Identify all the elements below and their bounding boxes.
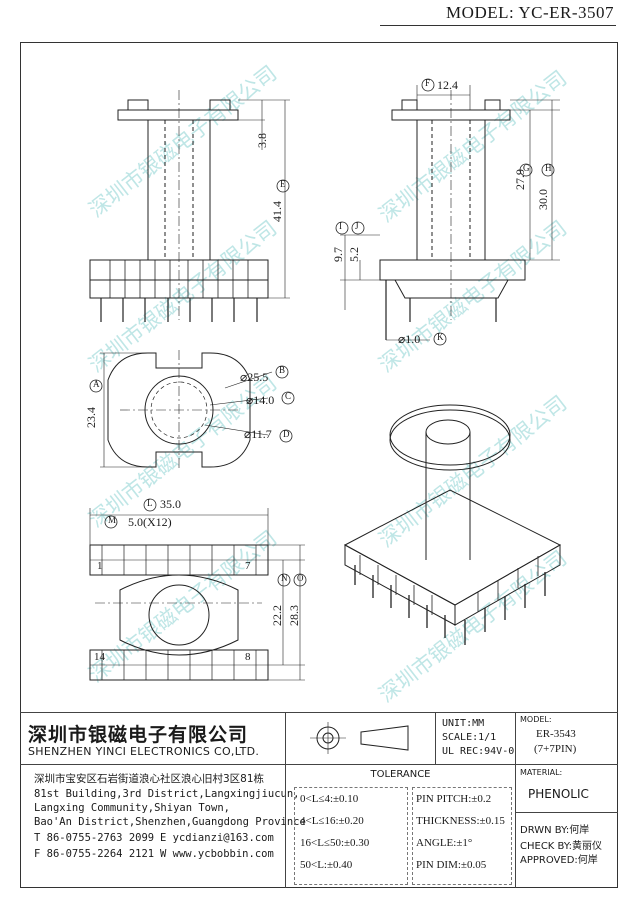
side-view — [340, 85, 560, 341]
pin-label-7: 7 — [245, 560, 251, 572]
callout-E: E — [280, 179, 286, 189]
drawing-frame — [20, 42, 618, 888]
projection-symbol-icon — [310, 722, 409, 754]
tolerance-row-1: 0<L≤4:±0.10 — [300, 793, 359, 805]
pin-count: (7+7PIN) — [534, 743, 577, 755]
callout-I: I — [339, 221, 342, 231]
fax-number: F 86-0755-2264 2121 — [34, 848, 155, 860]
pin-pitch-tolerance: PIN PITCH:±0.2 — [416, 793, 492, 805]
callout-D: D — [283, 429, 290, 439]
tolerance-row-4: 50<L:±0.40 — [300, 859, 353, 871]
bottom-view — [89, 508, 305, 681]
dimension-callouts — [89, 78, 555, 587]
dim-C-value: ⌀14.0 — [246, 393, 275, 407]
angle-tolerance: ANGLE:±1° — [416, 837, 473, 849]
front-view — [89, 90, 290, 322]
callout-K: K — [437, 332, 444, 342]
pin-dim-tolerance: PIN DIM:±0.05 — [416, 859, 487, 871]
dim-E-value: 41.4 — [270, 201, 284, 222]
title-block: 深圳市银磁电子有限公司 SHENZHEN YINCI ELECTRONICS C… — [20, 712, 618, 888]
dim-J-value: 5.2 — [347, 247, 361, 262]
model-title: MODEL: YC-ER-3507 — [446, 3, 614, 22]
dim-top-value: 3.8 — [255, 133, 269, 148]
dim-M-value: 5.0(X12) — [128, 515, 172, 529]
material-value: PHENOLIC — [528, 787, 589, 801]
ul-label: UL REC:94V-0 — [442, 746, 515, 757]
dim-B-value: ⌀25.5 — [240, 370, 269, 384]
callout-A: A — [93, 379, 100, 389]
drawn-by: DRWN BY:何岸 — [520, 825, 590, 836]
website: W www.ycbobbin.com — [160, 848, 274, 860]
dim-A-value: 23.4 — [84, 407, 98, 428]
dim-F-value: 12.4 — [437, 78, 458, 92]
material-label: MATERIAL: — [520, 768, 563, 777]
callout-O: O — [297, 573, 304, 583]
callout-H: H — [545, 163, 552, 173]
company-name-cn: 深圳市银磁电子有限公司 — [28, 724, 249, 746]
scale-label: SCALE:1/1 — [442, 732, 497, 743]
dim-L-value: 35.0 — [160, 497, 181, 511]
address-line-1: 81st Building,3rd District,Langxingjiucu… — [34, 788, 300, 800]
approved-by: APPROVED:何岸 — [520, 855, 598, 866]
dim-K-value: ⌀1.0 — [398, 332, 421, 346]
company-name-en: SHENZHEN YINCI ELECTRONICS CO,LTD. — [28, 745, 260, 758]
phone-number: T 86-0755-2763 2099 — [34, 832, 155, 844]
isometric-view — [343, 404, 562, 645]
top-view — [100, 350, 273, 470]
callout-N: N — [281, 573, 288, 583]
model-underline — [380, 25, 616, 26]
tolerance-row-3: 16<L≤50:±0.30 — [300, 837, 370, 849]
callout-J: J — [355, 221, 359, 231]
callout-L: L — [147, 498, 153, 508]
callout-F: F — [425, 78, 431, 88]
dim-G-value: 27.9 — [513, 169, 527, 190]
callout-M: M — [108, 515, 117, 525]
projection-symbol-cell — [285, 712, 435, 764]
address-line-3: Bao'An District,Shenzhen,Guangdong Provi… — [34, 816, 306, 828]
model-label: MODEL: — [520, 715, 552, 724]
dim-N-value: 22.2 — [270, 605, 284, 626]
callout-G: G — [523, 163, 530, 173]
callout-B: B — [279, 365, 286, 375]
address-cn: 深圳市宝安区石岩街道浪心社区浪心旧村3区81栋 — [34, 773, 265, 785]
pin-label-14: 14 — [94, 651, 105, 663]
pin-label-1: 1 — [97, 560, 103, 572]
unit-label: UNIT:MM — [442, 718, 485, 729]
dim-D-value: ⌀11.7 — [244, 427, 272, 441]
thickness-tolerance: THICKNESS:±0.15 — [416, 815, 505, 827]
tolerance-title: TOLERANCE — [370, 769, 431, 780]
technical-drawing — [89, 78, 562, 681]
dim-O-value: 28.3 — [287, 605, 301, 626]
callout-C: C — [285, 391, 292, 401]
check-by: CHECK BY:黄丽仪 — [520, 841, 603, 852]
dim-I-value: 9.7 — [331, 247, 345, 262]
address-line-2: Langxing Community,Shiyan Town, — [34, 802, 230, 814]
tolerance-row-2: 4<L≤16:±0.20 — [300, 815, 364, 827]
model-value: ER-3543 — [536, 728, 576, 740]
dim-H-value: 30.0 — [536, 189, 550, 210]
email-address: E ycdianzi@163.com — [160, 832, 274, 844]
pin-label-8: 8 — [245, 651, 251, 663]
